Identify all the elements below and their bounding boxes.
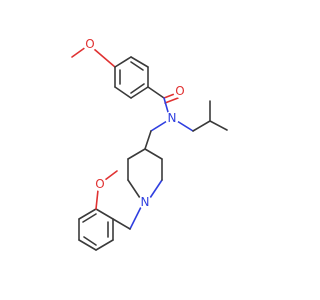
bond-n-isobutyl-ch2 bbox=[176, 120, 194, 132]
bond-pip-d bbox=[149, 179, 163, 199]
atom-o-methoxy-bottom-label: O bbox=[95, 177, 104, 191]
bond-ch2-pip-top bbox=[144, 130, 152, 150]
bond-layer bbox=[71, 46, 228, 251]
bond-ring2-inner-a bbox=[82, 213, 97, 223]
bond-ring-carbonyl bbox=[147, 86, 165, 99]
atom-o-carbonyl-label: O bbox=[175, 84, 184, 98]
atom-o-methoxy-top-label: O bbox=[85, 37, 94, 51]
bond-benzyl-ch2-ring bbox=[112, 218, 131, 230]
atom-n-piperidine-label: N bbox=[141, 195, 150, 209]
molecule-structure-diagram: O O N N O bbox=[71, 37, 228, 251]
bond-pip-a bbox=[127, 148, 146, 160]
atom-n-amide: N bbox=[165, 111, 179, 125]
bond-ring1-inner-b bbox=[130, 83, 145, 94]
bond-ring2-e bbox=[95, 239, 114, 251]
atom-o-carbonyl: O bbox=[173, 84, 187, 98]
bond-ring1-inner-c bbox=[130, 61, 144, 71]
bond-n-ch2-pip bbox=[150, 120, 168, 132]
bond-ring2-b bbox=[78, 208, 97, 220]
bond-ring1-f bbox=[114, 56, 132, 68]
bond-carbonyl-double-2 bbox=[164, 97, 179, 104]
bond-carbonyl-n bbox=[163, 97, 169, 113]
bond-methyl-o-top bbox=[71, 46, 87, 58]
bond-o-top-ring bbox=[93, 48, 116, 68]
bond-n-benzyl-ch2 bbox=[129, 206, 142, 230]
bond-pip-f bbox=[144, 148, 163, 160]
bond-ring2-o bbox=[95, 189, 99, 210]
bond-ring1-b bbox=[114, 86, 132, 99]
bond-ring2-d bbox=[78, 239, 97, 251]
atom-o-methoxy-top: O bbox=[83, 37, 97, 51]
bond-ring1-e bbox=[130, 56, 149, 68]
bond-ring2-inner-b bbox=[83, 236, 97, 246]
atom-n-piperidine: N bbox=[138, 195, 152, 209]
bond-isobutyl-1 bbox=[192, 120, 211, 132]
bond-pip-c bbox=[127, 179, 141, 199]
bond-ring1-c bbox=[130, 86, 149, 99]
bond-ring2-a bbox=[95, 208, 114, 220]
bond-o-methyl-bottom bbox=[104, 170, 118, 181]
atom-o-methoxy-bottom: O bbox=[93, 177, 107, 191]
bond-isobutyl-2 bbox=[209, 120, 228, 131]
atom-n-amide-label: N bbox=[168, 111, 177, 125]
atom-label-layer: O O N N O bbox=[83, 37, 187, 209]
